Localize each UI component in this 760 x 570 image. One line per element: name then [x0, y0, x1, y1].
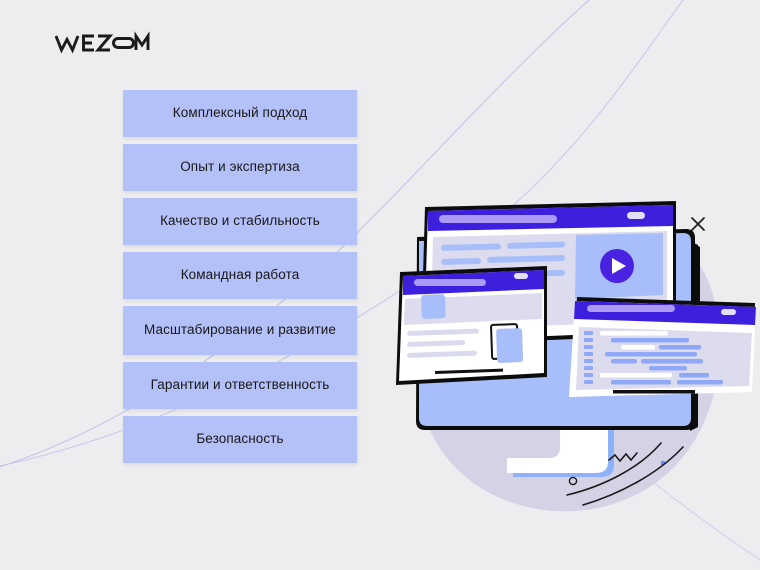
window-base-bar	[435, 368, 504, 374]
title-bar-pill	[439, 215, 557, 223]
title-bar-control	[721, 309, 736, 315]
feature-item-0[interactable]: Комплексный подход	[123, 90, 357, 137]
feature-label: Гарантии и ответственность	[150, 377, 330, 393]
feature-item-5[interactable]: Гарантии и ответственность	[123, 362, 357, 409]
title-bar-control	[627, 212, 645, 219]
play-icon	[612, 258, 626, 274]
feature-label: Командная работа	[180, 267, 300, 283]
title-bar-control	[514, 273, 528, 279]
feature-item-3[interactable]: Командная работа	[123, 252, 357, 299]
feature-label: Качество и стабильность	[160, 213, 320, 229]
feature-list: Комплексный подход Опыт и экспертиза Кач…	[123, 90, 357, 463]
code-editor-window	[569, 297, 756, 397]
feature-item-6[interactable]: Безопасность	[123, 416, 357, 463]
decorative-arcs	[566, 442, 684, 506]
sparkle-icon	[691, 217, 705, 231]
feature-label: Комплексный подход	[172, 105, 308, 121]
code-lines	[600, 331, 723, 385]
content-text-lines	[407, 328, 480, 358]
play-button	[600, 249, 634, 283]
thumbnail-block	[421, 294, 446, 319]
feature-item-4[interactable]: Масштабирование и развитие	[123, 306, 357, 355]
wezom-logo	[54, 30, 150, 56]
feature-label: Масштабирование и развитие	[144, 322, 336, 338]
card-fill	[496, 328, 524, 363]
browser-window-middle	[396, 266, 547, 385]
title-bar-pill	[414, 279, 486, 286]
devices-illustration	[395, 185, 760, 545]
feature-label: Опыт и экспертиза	[180, 159, 300, 175]
feature-item-2[interactable]: Качество и стабильность	[123, 198, 357, 245]
line-number-gutter	[584, 331, 593, 384]
monitor-stand	[507, 425, 614, 477]
feature-item-1[interactable]: Опыт и экспертиза	[123, 144, 357, 191]
feature-label: Безопасность	[196, 431, 284, 447]
window-base-bar	[613, 390, 695, 394]
title-bar-pill	[587, 305, 675, 312]
